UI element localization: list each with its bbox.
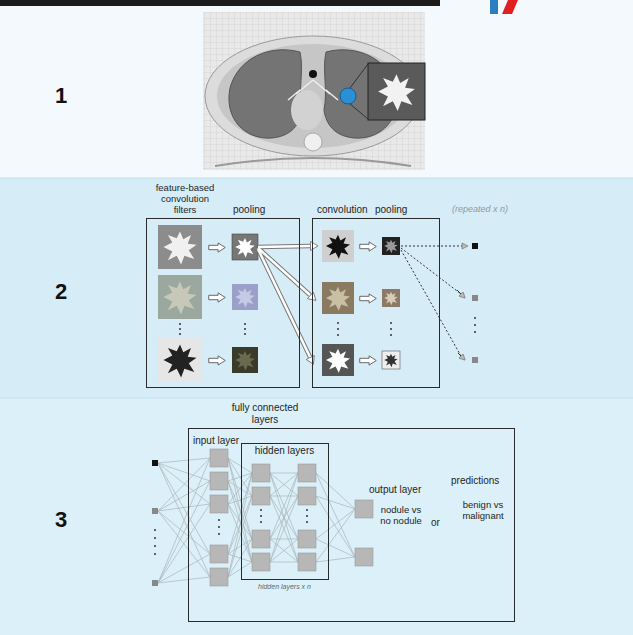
convolution-box: convolutionpooling <box>312 218 440 388</box>
note-label: (repeated x n) <box>452 204 508 215</box>
class-label: nodule vs no nodule <box>377 504 425 526</box>
note-label: hidden layers x n <box>242 583 328 591</box>
layer-label: hidden layers <box>242 445 328 457</box>
ct-scan <box>203 12 425 170</box>
network-illustration <box>152 449 373 586</box>
class-label: predictions <box>451 475 499 487</box>
stage-heading: feature-based convolution filters <box>151 182 219 215</box>
band-panel: 2feature-based convolution filterspoolin… <box>0 178 633 398</box>
class-label: or <box>431 517 440 529</box>
section-heading: fully connected layers <box>219 402 311 426</box>
convolution-illustration <box>158 225 478 382</box>
hidden-layers-box: hidden layershidden layers x n <box>241 443 329 580</box>
panel-number: 3 <box>55 508 67 532</box>
stage-heading: convolution <box>317 204 368 216</box>
panel-number: 2 <box>55 280 67 304</box>
layer-label: input layer <box>193 435 239 447</box>
fully-connected-box: fully connected layersinput layeroutput … <box>188 428 515 622</box>
stage-heading: pooling <box>233 204 265 216</box>
stage-heading: pooling <box>375 204 407 216</box>
header-strip <box>0 0 518 14</box>
class-label: benign vs malignant <box>457 499 509 521</box>
band-panel: 3fully connected layersinput layeroutput… <box>0 398 633 635</box>
panel-number: 1 <box>55 84 67 108</box>
band-panel: 1 <box>0 0 633 178</box>
layer-label: output layer <box>369 484 421 496</box>
convolution-box: feature-based convolution filterspooling <box>146 218 300 388</box>
